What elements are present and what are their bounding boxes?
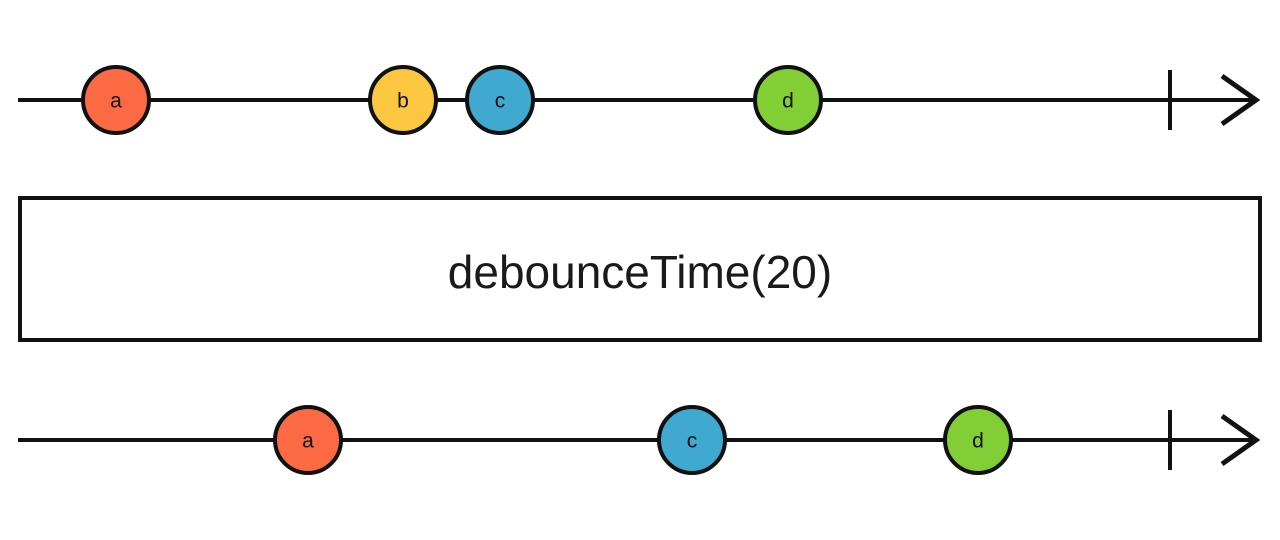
marble-result-a[interactable]: a [273, 405, 343, 475]
marble-label: d [782, 90, 794, 113]
marble-label: a [110, 90, 122, 113]
marble-label: a [302, 430, 314, 453]
operator-box-border [18, 196, 1262, 342]
marble-result-c[interactable]: c [657, 405, 727, 475]
operator-label: debounceTime(20) [448, 246, 832, 298]
marble-source-a[interactable]: a [81, 65, 151, 135]
marble-circle[interactable] [368, 65, 438, 135]
marble-circle[interactable] [273, 405, 343, 475]
marble-label: c [687, 430, 698, 453]
marble-source-b[interactable]: b [368, 65, 438, 135]
marble-circle[interactable] [81, 65, 151, 135]
marble-label: c [495, 90, 506, 113]
marble-circle[interactable] [657, 405, 727, 475]
marble-source-d[interactable]: d [753, 65, 823, 135]
marble-label: d [972, 430, 984, 453]
source-arrowhead-icon [1220, 73, 1261, 127]
marble-result-d[interactable]: d [943, 405, 1013, 475]
operator-box: debounceTime(20) [18, 196, 1262, 342]
marble-circle[interactable] [943, 405, 1013, 475]
marble-label: b [397, 90, 409, 113]
marble-circle[interactable] [465, 65, 535, 135]
marble-source-c[interactable]: c [465, 65, 535, 135]
result-arrowhead-icon [1220, 413, 1261, 467]
marble-circle[interactable] [753, 65, 823, 135]
source-marbles: a b c d [81, 65, 823, 135]
source-timeline: a b c d [18, 65, 1261, 135]
